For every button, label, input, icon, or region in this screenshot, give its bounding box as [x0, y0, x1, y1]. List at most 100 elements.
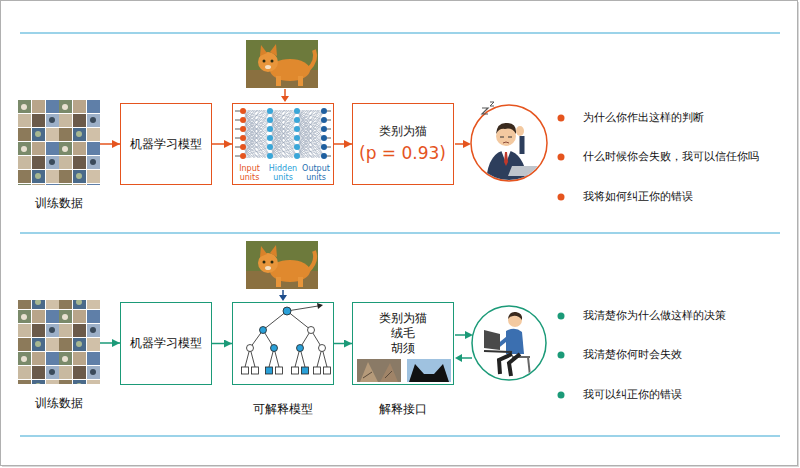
neural-network: [235, 129, 240, 130]
decision-tree: [242, 303, 331, 374]
confused-user: [508, 166, 540, 176]
neural-network: [267, 135, 273, 141]
neural-network: [327, 156, 331, 157]
confused-user: [504, 152, 508, 166]
divider-line: [20, 232, 780, 233]
flow-arrow: [334, 143, 352, 145]
feature-thumbnail: [407, 359, 451, 382]
cat-photo: [246, 40, 318, 88]
neural-network: [235, 156, 240, 157]
bullet-dot: [558, 313, 565, 320]
question-text: 我清楚你为什么做这样的决策: [583, 309, 726, 323]
bullet-dot: [558, 154, 565, 161]
result-arrow: [455, 354, 462, 362]
decision-tree: [292, 367, 299, 374]
neural-network: [294, 117, 300, 123]
neural-network: [235, 66, 331, 201]
result-arrow: [455, 143, 464, 145]
training-image-grid: [18, 100, 100, 384]
neural-network: [270, 111, 297, 158]
confident-user: [472, 306, 546, 380]
feature-thumbnail: [380, 363, 398, 382]
feature-thumbnail: [357, 359, 401, 382]
node-text: Hidden units: [264, 165, 302, 183]
neural-network: [240, 108, 246, 114]
confused-user: [471, 105, 547, 181]
decision-tree: [297, 345, 304, 352]
decision-tree: [271, 345, 278, 352]
training-data: 训练数据: [18, 300, 100, 384]
neural-network: [327, 120, 331, 121]
output-box: 类别为猫(p = 0.93): [352, 103, 454, 185]
confused-user: [482, 108, 488, 114]
feature-thumbnail: [409, 364, 449, 382]
decision-tree: [324, 367, 331, 374]
divider-line: [20, 435, 780, 436]
confident-user: [484, 312, 530, 376]
neural-network: [240, 153, 246, 159]
confident-user: [484, 330, 500, 350]
neural-network: [321, 126, 327, 132]
node-text: 绒毛: [353, 326, 452, 340]
decision-tree: [247, 345, 254, 352]
neural-network: [294, 144, 300, 150]
neural-network: [235, 111, 331, 156]
feature-thumbnail: [360, 362, 378, 382]
bullet-dot: [558, 194, 565, 201]
process-box: 机器学习模型: [120, 103, 212, 185]
result-arrow: [455, 140, 473, 362]
node-text: Output units: [300, 165, 332, 183]
question-text: 什么时候你会失败，我可以信任你吗: [583, 150, 759, 164]
decision-tree: [319, 345, 326, 352]
decision-tree: [314, 367, 321, 374]
bullet-dot: [558, 392, 565, 399]
neural-network: [327, 138, 331, 139]
confident-user: [528, 357, 530, 376]
neural-network: [267, 153, 273, 159]
confused-user: [516, 126, 524, 136]
result-arrow: [455, 334, 466, 336]
input-arrow: [282, 290, 284, 295]
training-image-grid: [18, 100, 100, 185]
flow-arrow: [334, 343, 352, 345]
tree-box: 可解释模型: [232, 302, 334, 385]
decision-tree: [283, 307, 291, 315]
neural-network: [240, 108, 246, 159]
feature-thumbnail: [363, 371, 392, 378]
input-arrow: [284, 89, 286, 96]
flow-arrow: [100, 342, 120, 344]
input-arrow: [279, 295, 287, 301]
neural-network: [267, 126, 273, 132]
confused-user: [471, 102, 547, 182]
question-text: 我将如何纠正你的错误: [583, 190, 693, 204]
frame: [798, 2, 799, 467]
node-text: 机器学习模型: [121, 137, 210, 151]
question-text: 我清楚你何时会失效: [583, 348, 682, 362]
decision-tree: [317, 303, 323, 309]
confident-user: [508, 312, 522, 320]
flow-arrow: [212, 143, 232, 145]
question-text: 我可以纠正你的错误: [583, 388, 682, 402]
confused-user: [520, 136, 525, 154]
training-data: 训练数据: [18, 100, 100, 185]
confused-user: [486, 123, 540, 182]
feature-thumbnail: [357, 359, 451, 382]
node-text: Input units: [234, 165, 265, 183]
decision-tree: [287, 311, 311, 330]
decision-tree: [245, 306, 327, 367]
neural-network: [327, 129, 331, 130]
neural-network: [297, 111, 324, 158]
neural-network: [327, 147, 331, 148]
node-text: 训练数据: [8, 396, 110, 410]
neural-network: [235, 111, 240, 112]
node-text: 类别为猫: [353, 311, 452, 325]
neural-network: [294, 126, 300, 132]
neural-network: [235, 138, 240, 139]
decision-tree: [242, 367, 249, 374]
neural-network: [240, 117, 246, 123]
neural-network: [321, 144, 327, 150]
flow-arrow: [100, 143, 120, 145]
neural-network: [235, 147, 240, 148]
